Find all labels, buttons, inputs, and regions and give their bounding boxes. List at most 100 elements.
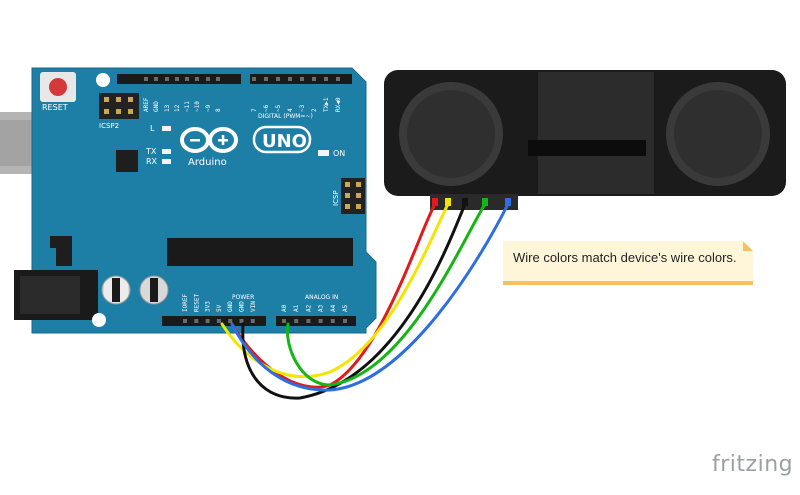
sensor-connector (430, 194, 518, 210)
wires (220, 198, 511, 400)
pin-label: RX◀0 (335, 97, 342, 112)
pin-label: GND (227, 301, 234, 312)
uno-badge (252, 125, 312, 154)
header-pin (183, 319, 187, 323)
header-pin (336, 77, 340, 81)
power-header (162, 316, 266, 326)
tx-led (162, 149, 171, 154)
sensor-pin (462, 198, 468, 206)
header-pin (216, 77, 220, 81)
header-pin (252, 77, 256, 81)
header-pin (294, 319, 299, 323)
header-pin (318, 319, 323, 323)
pin-label: A3 (318, 304, 325, 312)
wire (220, 202, 450, 378)
pin-label: A0 (281, 304, 288, 312)
tx-label: TX (145, 147, 157, 156)
usb-chip (116, 150, 138, 172)
pin-label: 12 (174, 104, 181, 112)
l-label: L (150, 124, 155, 133)
mount-hole (92, 313, 106, 327)
reset-label: RESET (42, 103, 68, 112)
pin-label: ~10 (194, 101, 201, 112)
header-pin (239, 319, 244, 323)
regulator (50, 236, 72, 248)
ultrasonic-sensor (384, 70, 786, 210)
wire (285, 202, 487, 387)
pin-label: ~3 (299, 104, 306, 112)
power-pin-labels: IOREF RESET 3V3 5V GND GND VIN (182, 294, 257, 323)
header-pin (330, 319, 335, 323)
header-pin (250, 319, 255, 323)
wire-color-note: Wire colors match device's wire colors. (503, 241, 753, 285)
header-pin (154, 77, 158, 81)
header-pin (288, 77, 292, 81)
wire (230, 202, 437, 389)
header-pin (206, 77, 210, 81)
wire (241, 202, 467, 400)
model-label: UNO (262, 131, 307, 152)
pin-label: VIN (250, 301, 257, 312)
header-pin (194, 319, 199, 323)
pin-label: ~6 (263, 104, 270, 112)
analog-header (276, 316, 356, 326)
sensor-pin (432, 198, 438, 206)
pin-label: ~9 (205, 104, 212, 112)
pin-label: 3V3 (205, 301, 212, 312)
reset-button[interactable] (40, 72, 76, 102)
header-pin (276, 77, 280, 81)
header-pin (216, 319, 221, 323)
pin-label: 13 (164, 104, 171, 112)
header-pin (306, 319, 311, 323)
on-label: ON (333, 149, 345, 158)
header-pin (264, 77, 268, 81)
icsp-header (341, 178, 365, 214)
arduino-board (31, 67, 377, 334)
sensor-pin (505, 198, 511, 206)
header-pin (312, 77, 316, 81)
pin-label: GND (239, 301, 246, 312)
digital-label: DIGITAL (PWM=~) (258, 113, 313, 120)
rx-label: RX (146, 157, 158, 166)
capacitor (139, 275, 169, 305)
pin-label: GND (153, 101, 160, 112)
wire (230, 202, 510, 392)
header-pin (205, 319, 210, 323)
header-pin (343, 319, 347, 323)
power-label: POWER (232, 294, 254, 301)
pin-label: A4 (330, 304, 337, 312)
note-text: Wire colors match device's wire colors. (513, 250, 737, 265)
pin-label: 5V (216, 304, 223, 312)
analog-label: ANALOG IN (305, 294, 338, 301)
pin-label: A2 (305, 304, 312, 312)
header-pin (165, 77, 169, 81)
pin-label: IOREF (182, 294, 189, 312)
pin-label: AREF (143, 97, 150, 112)
pin-label: 8 (215, 108, 222, 112)
pin-label: RESET (193, 294, 200, 312)
header-pin (195, 77, 199, 81)
atmega-chip (167, 238, 353, 266)
pin-label: ~11 (184, 101, 191, 112)
pin-label: TX▶1 (323, 97, 330, 112)
pin-label: 7 (251, 108, 258, 112)
l-led (162, 126, 171, 131)
pin-label: ~5 (275, 104, 282, 112)
header-pin (228, 319, 233, 323)
mount-hole (96, 73, 110, 87)
fritzing-logo: fritzing (712, 452, 794, 477)
icsp2-label: ICSP2 (99, 122, 119, 130)
pin-label: A1 (293, 304, 300, 312)
brand-label: Arduino (188, 157, 227, 168)
pin-label: 2 (311, 108, 318, 112)
pin-label: 4 (287, 108, 294, 112)
header-pin (300, 77, 304, 81)
sensor-pin (482, 198, 488, 206)
header-pin (144, 77, 148, 81)
icsp2-header (99, 93, 139, 119)
capacitor (101, 275, 131, 305)
header-pin (324, 77, 328, 81)
